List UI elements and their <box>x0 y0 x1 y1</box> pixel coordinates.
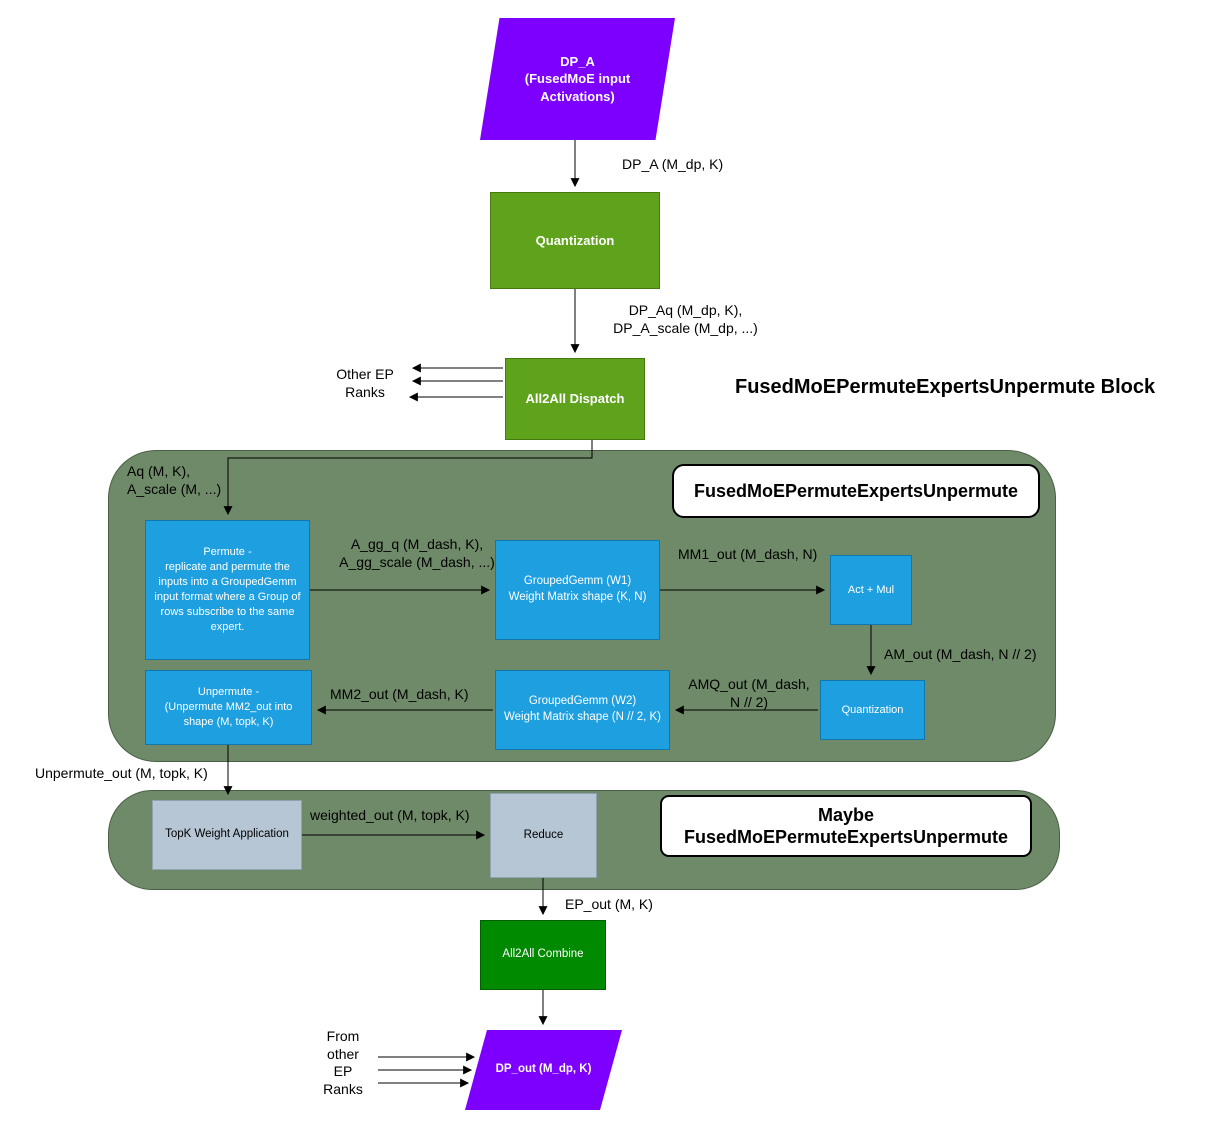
node-unpermute: Unpermute - (Unpermute MM2_out into shap… <box>145 670 312 745</box>
node-grouped-gemm-w2: GroupedGemm (W2) Weight Matrix shape (N … <box>495 670 670 750</box>
label-fused-moe-block: FusedMoEPermuteExpertsUnpermute <box>672 464 1040 518</box>
node-all2all-dispatch: All2All Dispatch <box>505 358 645 440</box>
node-quantization-2: Quantization <box>820 680 925 740</box>
node-permute: Permute - replicate and permute the inpu… <box>145 520 310 660</box>
node-reduce: Reduce <box>490 793 597 878</box>
label-maybe-fused-moe-block: Maybe FusedMoEPermuteExpertsUnpermute <box>660 795 1032 857</box>
node-dp-a: DP_A (FusedMoE input Activations) <box>480 18 675 140</box>
node-all2all-combine: All2All Combine <box>480 920 606 990</box>
node-dp-out: DP_out (M_dp, K) <box>465 1030 622 1110</box>
node-quantization: Quantization <box>490 192 660 289</box>
node-act-mul: Act + Mul <box>830 555 912 625</box>
node-grouped-gemm-w1: GroupedGemm (W1) Weight Matrix shape (K,… <box>495 540 660 640</box>
node-topk-weight-application: TopK Weight Application <box>152 800 302 870</box>
